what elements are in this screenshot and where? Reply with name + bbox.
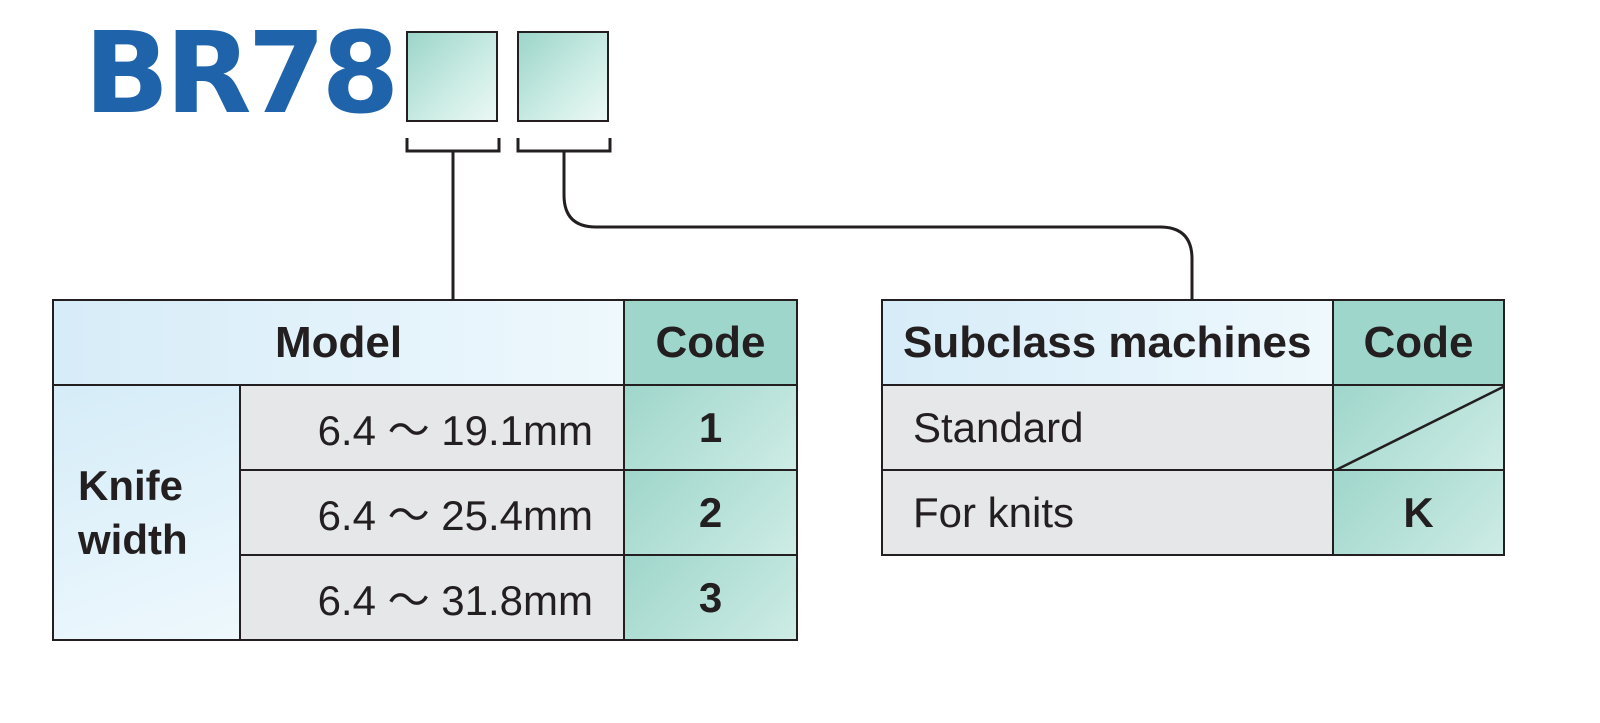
knife-width-label-line2: width [78, 515, 188, 563]
model-code-title: BR78 [84, 9, 399, 139]
knife-code-3: 3 [623, 554, 799, 641]
knife-range-3: 6.4 ～ 31.8mm [238, 554, 626, 641]
subclass-knits-label: For knits [881, 469, 1334, 556]
model-code-header: Code [623, 299, 799, 386]
subclass-header: Subclass machines [881, 299, 1334, 386]
code-slot-1 [406, 31, 498, 122]
model-table: Model Code Knife width 6.4 ～ 19.1mm 1 6.… [51, 299, 799, 641]
knife-range-2: 6.4 ～ 25.4mm [238, 469, 626, 556]
knife-code-2: 2 [623, 469, 799, 556]
subclass-table: Subclass machines Code Standard For knit… [881, 299, 1505, 556]
subclass-standard-label: Standard [881, 384, 1334, 471]
connector-subclass [562, 151, 1194, 300]
model-header: Model [51, 299, 626, 386]
knife-range-1: 6.4 ～ 19.1mm [238, 384, 626, 471]
subclass-code-header: Code [1332, 299, 1505, 386]
knife-code-1: 1 [623, 384, 799, 471]
knife-width-label: Knife width [52, 384, 241, 641]
subclass-knits-code: K [1332, 469, 1505, 556]
diagonal-slash [1334, 386, 1505, 471]
code-slot-2 [517, 31, 609, 122]
bracket-1 [405, 138, 501, 153]
knife-width-label-line1: Knife [78, 461, 183, 509]
bracket-2 [516, 138, 612, 153]
subclass-standard-code-none [1332, 384, 1505, 471]
